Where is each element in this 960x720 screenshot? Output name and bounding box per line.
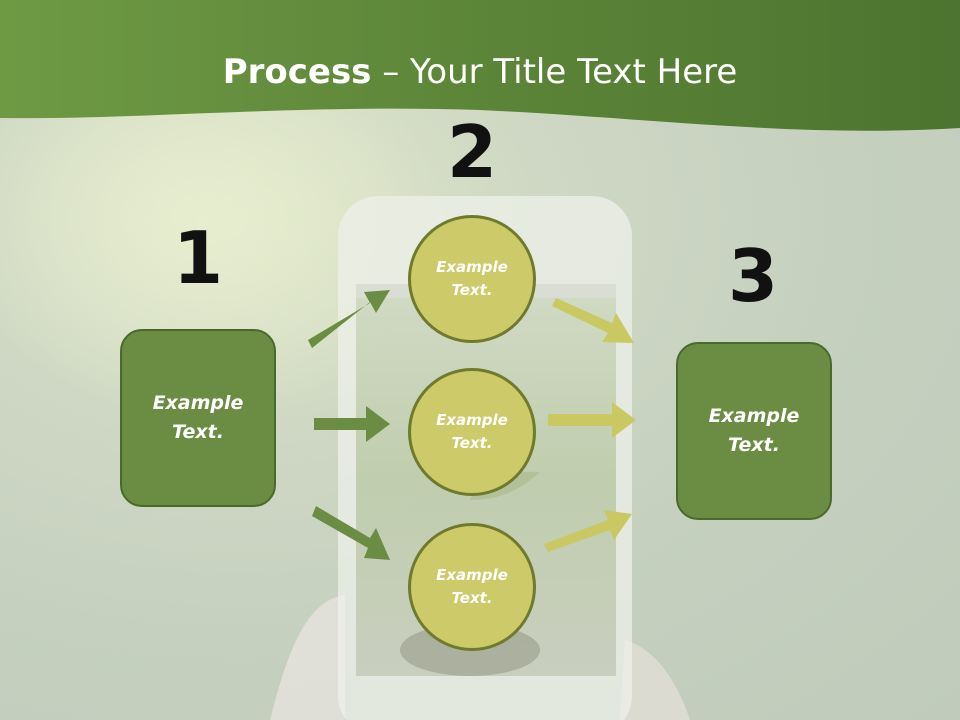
step-circle-bottom: Example Text. [408, 523, 536, 651]
arrows-light [544, 298, 636, 552]
arrow-icon [312, 506, 390, 560]
header-band [0, 0, 960, 131]
step-number-3: 3 [727, 234, 779, 318]
step-box-right: Example Text. [676, 342, 832, 520]
title-rest: – Your Title Text Here [371, 52, 738, 92]
step-box-left: Example Text. [120, 329, 276, 507]
step-box-right-text: Example Text. [708, 405, 800, 456]
arrow-icon [548, 402, 636, 438]
arrows-dark [308, 290, 390, 560]
step-circle-bottom-text: Example Text. [436, 566, 508, 607]
step-number-1: 1 [172, 216, 224, 300]
slide-title: Process – Your Title Text Here [0, 52, 960, 92]
step-circle-middle: Example Text. [408, 368, 536, 496]
arrow-icon [314, 406, 390, 442]
arrow-icon [308, 290, 390, 348]
step-circle-top: Example Text. [408, 215, 536, 343]
title-bold: Process [222, 52, 372, 92]
step-box-left-text: Example Text. [152, 392, 244, 443]
arrow-icon [552, 298, 634, 343]
arrow-icon [544, 510, 632, 552]
step-circle-top-text: Example Text. [436, 258, 508, 299]
step-circle-middle-text: Example Text. [436, 411, 508, 452]
step-number-2: 2 [446, 110, 498, 194]
